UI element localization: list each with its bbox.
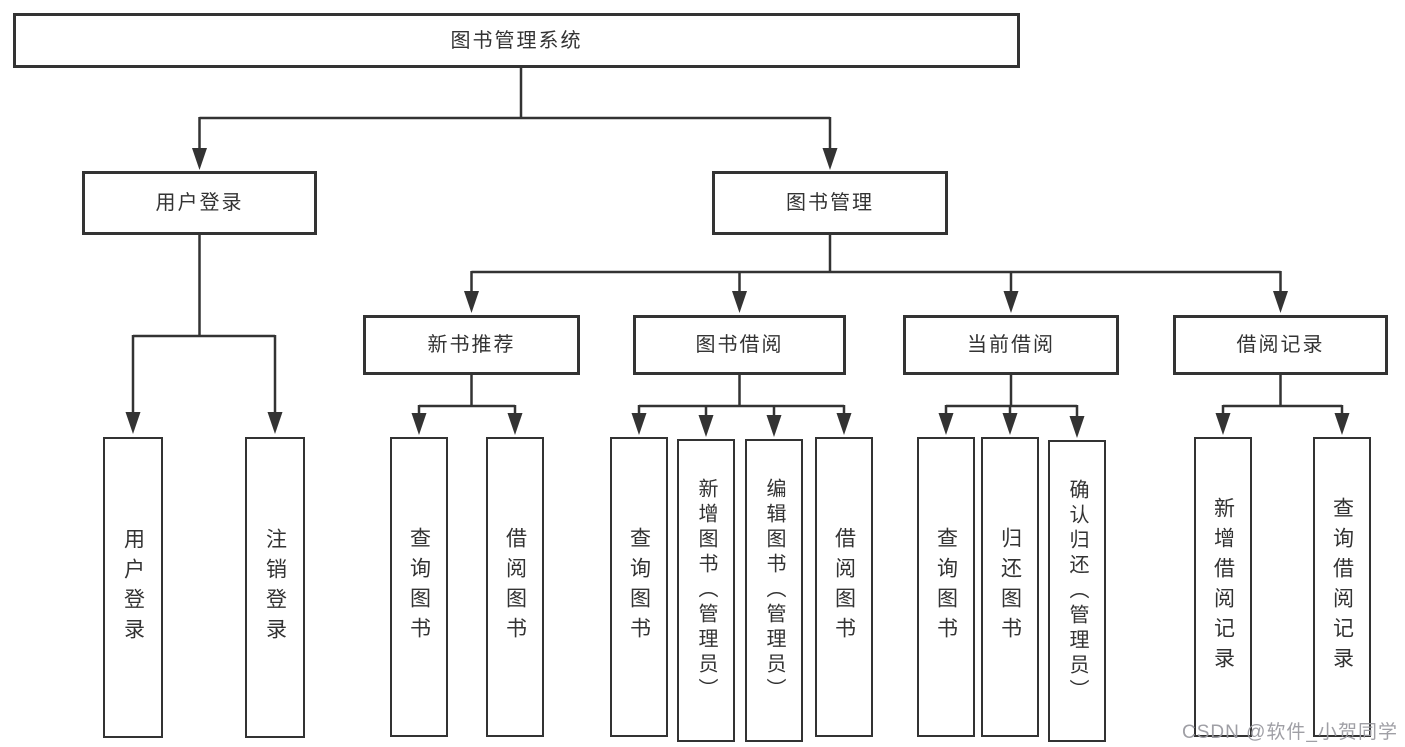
connector-current-to-leaves — [938, 375, 1085, 438]
node-book-mgmt: 图书管理 — [712, 171, 948, 235]
node-root-label: 图书管理系统 — [450, 29, 583, 52]
leaf-bw-edit: 编辑图书（管理员） — [745, 439, 803, 742]
node-user-login-label: 用户登录 — [155, 192, 244, 214]
node-user-login: 用户登录 — [82, 171, 317, 235]
leaf-nb-borrow-label: 借阅图书 — [503, 527, 527, 647]
leaf-nb-query-label: 查询图书 — [407, 527, 431, 647]
leaf-logout-label: 注销登录 — [263, 527, 287, 648]
leaf-nb-borrow: 借阅图书 — [486, 437, 544, 737]
node-book-mgmt-label: 图书管理 — [786, 192, 874, 214]
leaf-logout: 注销登录 — [245, 437, 305, 738]
node-new-book: 新书推荐 — [363, 315, 580, 375]
leaf-nb-query: 查询图书 — [390, 437, 448, 737]
node-records-label: 借阅记录 — [1236, 334, 1325, 356]
leaf-cur-query-label: 查询图书 — [934, 527, 958, 647]
leaf-bw-query: 查询图书 — [610, 437, 668, 737]
connector-userlogin-to-leaves — [125, 235, 283, 434]
leaf-login-label: 用户登录 — [121, 527, 145, 648]
leaf-bw-query-label: 查询图书 — [627, 527, 651, 647]
leaf-rec-add: 新增借阅记录 — [1194, 437, 1252, 737]
connector-bookmgmt-to-level3 — [464, 235, 1288, 313]
leaf-cur-return: 归还图书 — [981, 437, 1039, 737]
leaf-bw-borrow-label: 借阅图书 — [832, 527, 856, 647]
connector-records-to-leaves — [1215, 375, 1350, 435]
node-root: 图书管理系统 — [13, 13, 1020, 68]
leaf-cur-confirm: 确认归还（管理员） — [1048, 440, 1106, 742]
leaf-rec-query-label: 查询借阅记录 — [1330, 497, 1354, 677]
leaf-cur-return-label: 归还图书 — [998, 527, 1022, 647]
leaf-bw-borrow: 借阅图书 — [815, 437, 873, 737]
node-current-label: 当前借阅 — [967, 334, 1055, 356]
leaf-rec-add-label: 新增借阅记录 — [1211, 497, 1235, 677]
node-borrowing: 图书借阅 — [633, 315, 846, 375]
node-borrowing-label: 图书借阅 — [695, 334, 784, 356]
leaf-cur-confirm-label: 确认归还（管理员） — [1066, 478, 1088, 704]
connector-newbook-to-leaves — [411, 375, 523, 435]
leaf-bw-add-label: 新增图书（管理员） — [695, 478, 717, 703]
leaf-login: 用户登录 — [103, 437, 163, 738]
leaf-bw-edit-label: 编辑图书（管理员） — [763, 478, 785, 703]
leaf-cur-query: 查询图书 — [917, 437, 975, 737]
csdn-watermark: CSDN @软件_小贺同学 — [1182, 722, 1398, 743]
node-current: 当前借阅 — [903, 315, 1119, 375]
node-new-book-label: 新书推荐 — [427, 334, 516, 356]
connector-borrowing-to-leaves — [631, 375, 852, 437]
connector-root-to-level2 — [192, 68, 838, 170]
node-records: 借阅记录 — [1173, 315, 1388, 375]
leaf-bw-add: 新增图书（管理员） — [677, 439, 735, 742]
leaf-rec-query: 查询借阅记录 — [1313, 437, 1371, 737]
